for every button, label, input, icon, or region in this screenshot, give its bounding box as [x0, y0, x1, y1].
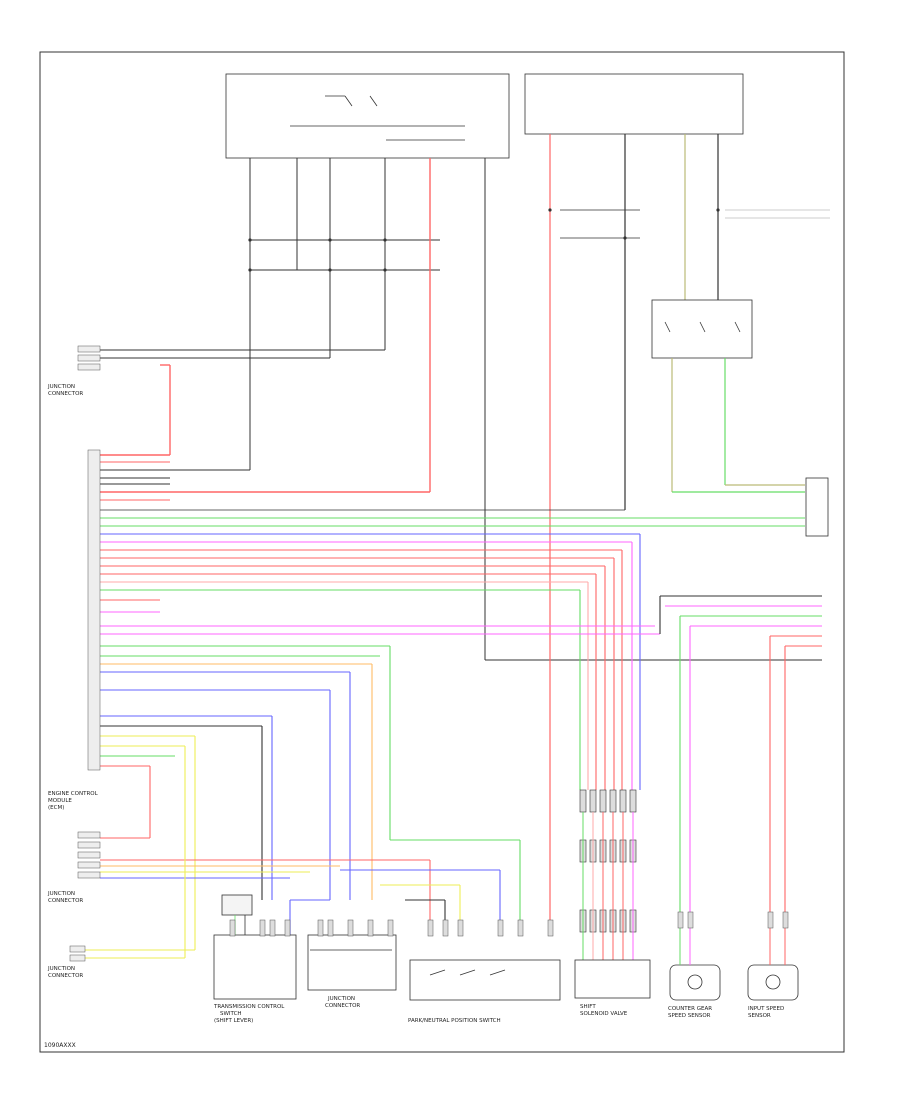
fuse-box-left [225, 73, 510, 159]
fuse-box-right [524, 73, 744, 135]
junction-connector-bottom-label: JUNCTION [327, 996, 355, 1002]
park-neutral-switch [409, 959, 561, 1001]
input-speed-label: INPUT SPEED [748, 1006, 784, 1012]
page-code: 1090AXXX [44, 1042, 76, 1049]
shift-solenoid-valve [574, 959, 651, 999]
svg-text:JUNCTION: JUNCTION [47, 891, 75, 897]
right-sensor-wires [665, 605, 822, 912]
svg-text:SWITCH: SWITCH [220, 1011, 242, 1017]
lower-routing-wires [85, 746, 521, 959]
stop-light-switch [651, 299, 753, 359]
svg-text:CONNECTOR: CONNECTOR [325, 1003, 360, 1009]
connector-right-top [805, 477, 829, 537]
svg-text:SENSOR: SENSOR [748, 1013, 771, 1019]
svg-text:(ECM): (ECM) [48, 805, 64, 811]
park-neutral-switch-label: PARK/NEUTRAL POSITION SWITCH [408, 1018, 501, 1024]
svg-text:(SHIFT LEVER): (SHIFT LEVER) [214, 1018, 253, 1024]
diagram-border [39, 51, 845, 1053]
svg-text:CONNECTOR: CONNECTOR [48, 898, 83, 904]
svg-text:MODULE: MODULE [48, 798, 72, 804]
transmission-control-switch-label: TRANSMISSION CONTROL [213, 1004, 285, 1010]
svg-text:CONNECTOR: CONNECTOR [48, 391, 83, 397]
transmission-control-switch [213, 894, 297, 1000]
stop-light-output-wires [671, 358, 805, 493]
top-wires-black [100, 158, 822, 661]
bottom-connector-pins [229, 911, 789, 937]
svg-text:SOLENOID VALVE: SOLENOID VALVE [580, 1011, 628, 1017]
input-speed-sensor [747, 964, 799, 1001]
ecm-connector-stubs [69, 345, 101, 962]
svg-text:JUNCTION: JUNCTION [47, 966, 75, 972]
solenoid-bundle [579, 789, 637, 933]
svg-text:ENGINE CONTROL: ENGINE CONTROL [48, 791, 99, 797]
solenoid-bundle-wires [582, 812, 634, 960]
top-wire-red [100, 158, 431, 493]
ecm-bus-wires [85, 461, 822, 951]
junction-dots [248, 208, 720, 272]
shift-solenoid-label: SHIFT [580, 1004, 596, 1010]
counter-gear-label: COUNTER GEAR [668, 1006, 712, 1012]
svg-text:JUNCTION: JUNCTION [47, 384, 75, 390]
svg-text:CONNECTOR: CONNECTOR [48, 973, 83, 979]
counter-gear-speed-sensor [669, 964, 721, 1001]
left-labels: JUNCTION CONNECTOR ENGINE CONTROL MODULE… [47, 384, 99, 979]
junction-connector-bottom [307, 934, 397, 991]
svg-text:SPEED SENSOR: SPEED SENSOR [668, 1013, 711, 1019]
